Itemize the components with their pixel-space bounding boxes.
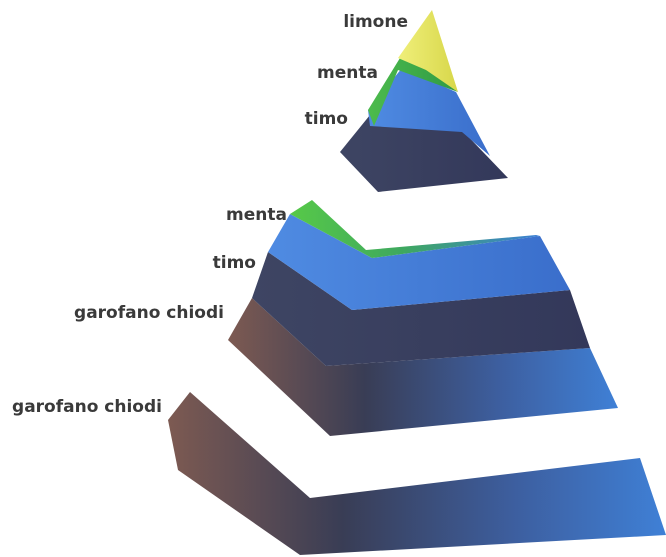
label-menta-bottom: menta bbox=[226, 205, 287, 225]
top-pyramid bbox=[340, 10, 508, 192]
label-garofano-chiodi-1: garofano chiodi bbox=[74, 303, 224, 323]
label-menta-top: menta bbox=[317, 63, 378, 83]
label-timo-top: timo bbox=[305, 109, 348, 129]
label-timo-bottom: timo bbox=[213, 253, 256, 273]
label-limone: limone bbox=[343, 12, 408, 32]
label-garofano-chiodi-2: garofano chiodi bbox=[12, 397, 162, 417]
